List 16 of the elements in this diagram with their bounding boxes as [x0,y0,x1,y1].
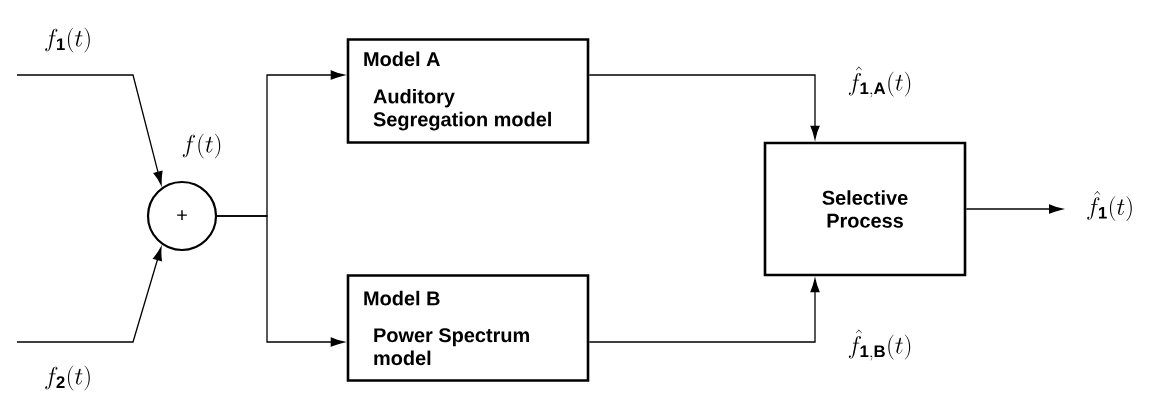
summing-junction: + [146,180,218,252]
arrow [216,215,345,347]
arrow [16,74,163,185]
arrow [588,74,820,140]
signal-label: $f_{\mathbf{1}}(t)$ [45,27,90,53]
arrow [588,278,820,343]
arrow [16,247,162,343]
process-box: Selective Process [763,141,967,277]
process-box: Model B Power Spectrum model [346,274,590,382]
signal-label: $f(t)$ [182,133,221,159]
signal-label: $f_{\mathbf{2}}(t)$ [45,365,90,391]
arrow [965,204,1063,214]
signal-label: $\hat{f}_{\mathbf{1}}(t)$ [1087,191,1132,221]
signal-label: $\hat{f}_{\mathbf{1,A}}(t)$ [848,66,911,98]
process-box: Model A Auditory Segregation model [346,38,590,144]
signal-label: $\hat{f}_{\mathbf{1,B}}(t)$ [848,329,911,361]
